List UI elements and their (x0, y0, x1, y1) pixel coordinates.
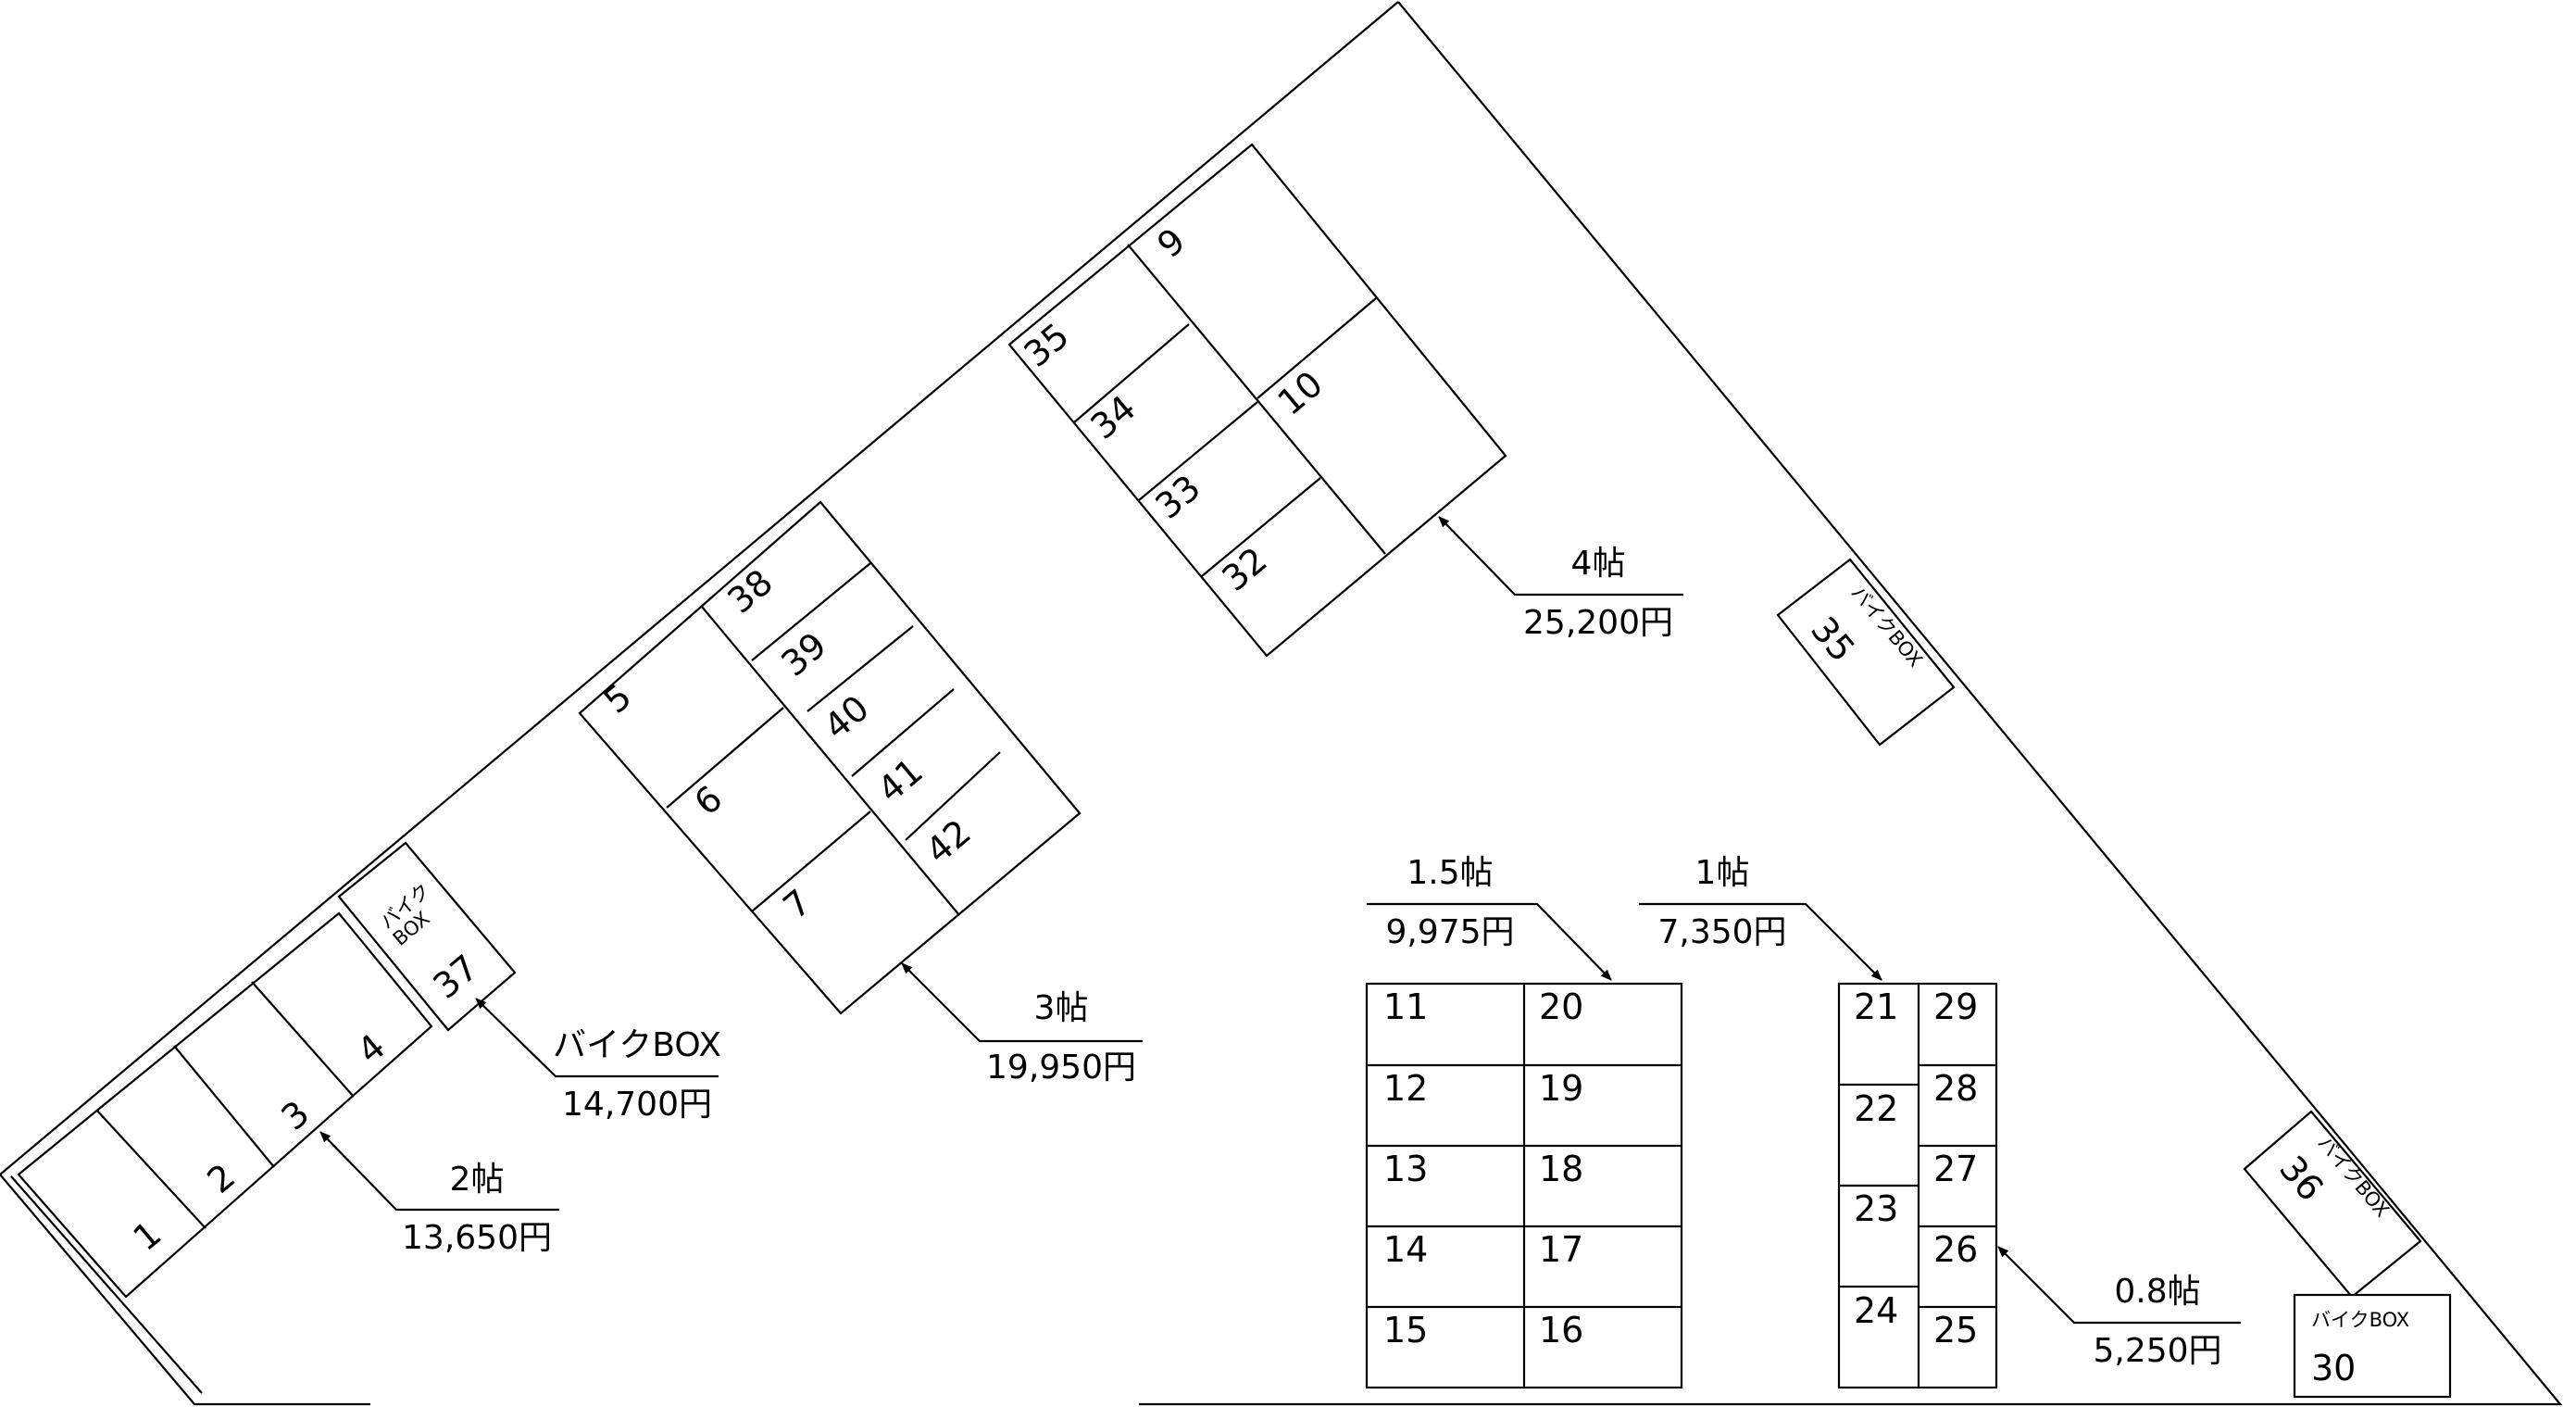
unit-label: 15 (1383, 1310, 1428, 1350)
unit-27[interactable]: 27 (1933, 1149, 1978, 1189)
unit-26[interactable]: 26 (1933, 1229, 1978, 1270)
unit-37-bike-box[interactable]: バイク BOX 37 (337, 841, 517, 1032)
unit-label: 22 (1854, 1088, 1898, 1129)
size-label: 0.8帖 (2114, 1273, 2200, 1311)
unit-label: 24 (1854, 1290, 1898, 1331)
unit-label: 13 (1383, 1149, 1428, 1189)
unit-label: 25 (1933, 1310, 1978, 1350)
price-label: 7,350円 (1657, 913, 1786, 951)
unit-label: 19 (1539, 1068, 1583, 1109)
unit-label: 29 (1933, 986, 1978, 1027)
unit-label: 20 (1539, 986, 1583, 1027)
unit-group-1jo: 21 22 23 24 29 28 27 26 25 (1837, 982, 1998, 1389)
unit-label: 23 (1854, 1188, 1898, 1229)
unit-group-4jo: 9 10 35 34 33 32 (1007, 143, 1507, 658)
unit-35-bike-box[interactable]: バイクBOX 35 (1776, 558, 1956, 747)
size-label: バイクBOX (553, 1026, 721, 1064)
unit-28[interactable]: 28 (1933, 1068, 1978, 1109)
size-label: 4帖 (1571, 545, 1626, 583)
unit-25[interactable]: 25 (1933, 1310, 1978, 1350)
unit-20[interactable]: 20 (1539, 986, 1583, 1027)
unit-12[interactable]: 12 (1383, 1068, 1428, 1109)
size-label: 1帖 (1695, 854, 1750, 892)
unit-11[interactable]: 11 (1383, 986, 1428, 1027)
unit-label: 28 (1933, 1068, 1978, 1109)
callout-3jo: 3帖 19,950円 (901, 962, 1143, 1087)
unit-18[interactable]: 18 (1539, 1149, 1583, 1189)
unit-15[interactable]: 15 (1383, 1310, 1428, 1350)
unit-label: 18 (1539, 1149, 1583, 1189)
unit-21[interactable]: 21 (1854, 986, 1898, 1027)
unit-label: 27 (1933, 1149, 1978, 1189)
price-label: 19,950円 (986, 1049, 1136, 1087)
unit-label: 12 (1383, 1068, 1428, 1109)
unit-14[interactable]: 14 (1383, 1229, 1428, 1270)
unit-17[interactable]: 17 (1539, 1229, 1583, 1270)
price-label: 14,700円 (562, 1086, 712, 1124)
price-label: 5,250円 (2093, 1332, 2221, 1370)
unit-label: 21 (1854, 986, 1898, 1027)
unit-label: 16 (1539, 1310, 1583, 1350)
unit-label: 17 (1539, 1229, 1583, 1270)
unit-16[interactable]: 16 (1539, 1310, 1583, 1350)
callout-bike-box: バイクBOX 14,700円 (475, 998, 721, 1124)
callout-4jo: 4帖 25,200円 (1438, 516, 1683, 642)
callout-1-5jo: 1.5帖 9,975円 (1367, 854, 1612, 981)
unit-label: 26 (1933, 1229, 1978, 1270)
size-label: 3帖 (1034, 989, 1089, 1027)
unit-22[interactable]: 22 (1854, 1088, 1898, 1129)
size-label: 1.5帖 (1407, 854, 1493, 892)
unit-23[interactable]: 23 (1854, 1188, 1898, 1229)
price-label: 13,650円 (402, 1219, 552, 1257)
unit-group-3jo: 5 6 7 38 39 40 41 42 (578, 500, 1082, 1015)
unit-29[interactable]: 29 (1933, 986, 1978, 1027)
callout-1jo: 1帖 7,350円 (1639, 854, 1882, 981)
unit-label: 30 (2311, 1348, 2356, 1388)
unit-label: 14 (1383, 1229, 1428, 1270)
size-label: 2帖 (450, 1161, 505, 1199)
unit-24[interactable]: 24 (1854, 1290, 1898, 1331)
callout-0-8jo: 0.8帖 5,250円 (1997, 1246, 2241, 1370)
callout-2jo: 2帖 13,650円 (319, 1131, 559, 1257)
unit-30-bike-box[interactable]: バイクBOX 30 (2293, 1293, 2452, 1399)
price-label: 9,975円 (1385, 913, 1514, 951)
price-label: 25,200円 (1523, 604, 1673, 642)
unit-19[interactable]: 19 (1539, 1068, 1583, 1109)
bike-box-label: バイクBOX (2311, 1309, 2409, 1331)
unit-label: 11 (1383, 986, 1428, 1027)
unit-group-2jo: 1 2 3 4 (17, 911, 433, 1299)
unit-13[interactable]: 13 (1383, 1149, 1428, 1189)
unit-group-1-5jo: 11 12 13 14 15 20 19 18 17 16 (1365, 982, 1683, 1389)
